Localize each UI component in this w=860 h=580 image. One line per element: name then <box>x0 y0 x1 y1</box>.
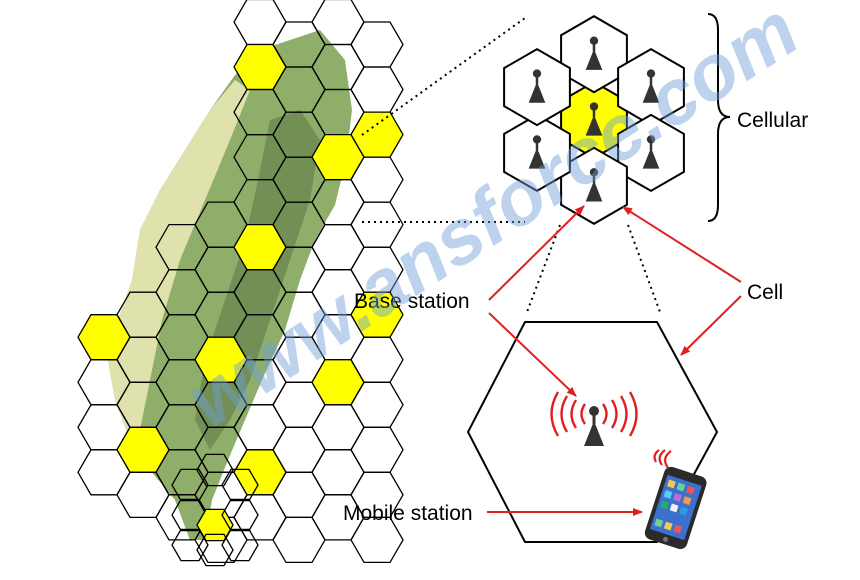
island-west-plain <box>108 80 250 440</box>
map-hex-cell <box>196 453 234 487</box>
arrow-cell-to-cluster <box>622 206 742 283</box>
cell-cluster <box>503 15 685 225</box>
arrow-cell-to-hexagon <box>680 295 742 356</box>
map-hex-cell <box>196 533 234 567</box>
cell-label: Cell <box>747 281 783 304</box>
base-station-label: Base station <box>354 290 470 313</box>
map-hex-cell <box>221 528 259 562</box>
cellular-brace-icon <box>707 13 731 222</box>
map-hex-cell <box>171 528 209 562</box>
taiwan-map <box>77 0 404 567</box>
signal-wave-icon <box>550 391 638 437</box>
zoom-line-right <box>627 224 661 313</box>
mobile-phone-icon <box>644 449 707 550</box>
cellular-label: Cellular <box>737 109 808 132</box>
map-hex-grid <box>77 0 404 567</box>
map-hex-cell <box>350 516 404 564</box>
arrow-base-to-tower <box>488 312 577 397</box>
mobile-station-label: Mobile station <box>343 502 473 525</box>
arrow-base-to-cluster <box>488 205 585 301</box>
